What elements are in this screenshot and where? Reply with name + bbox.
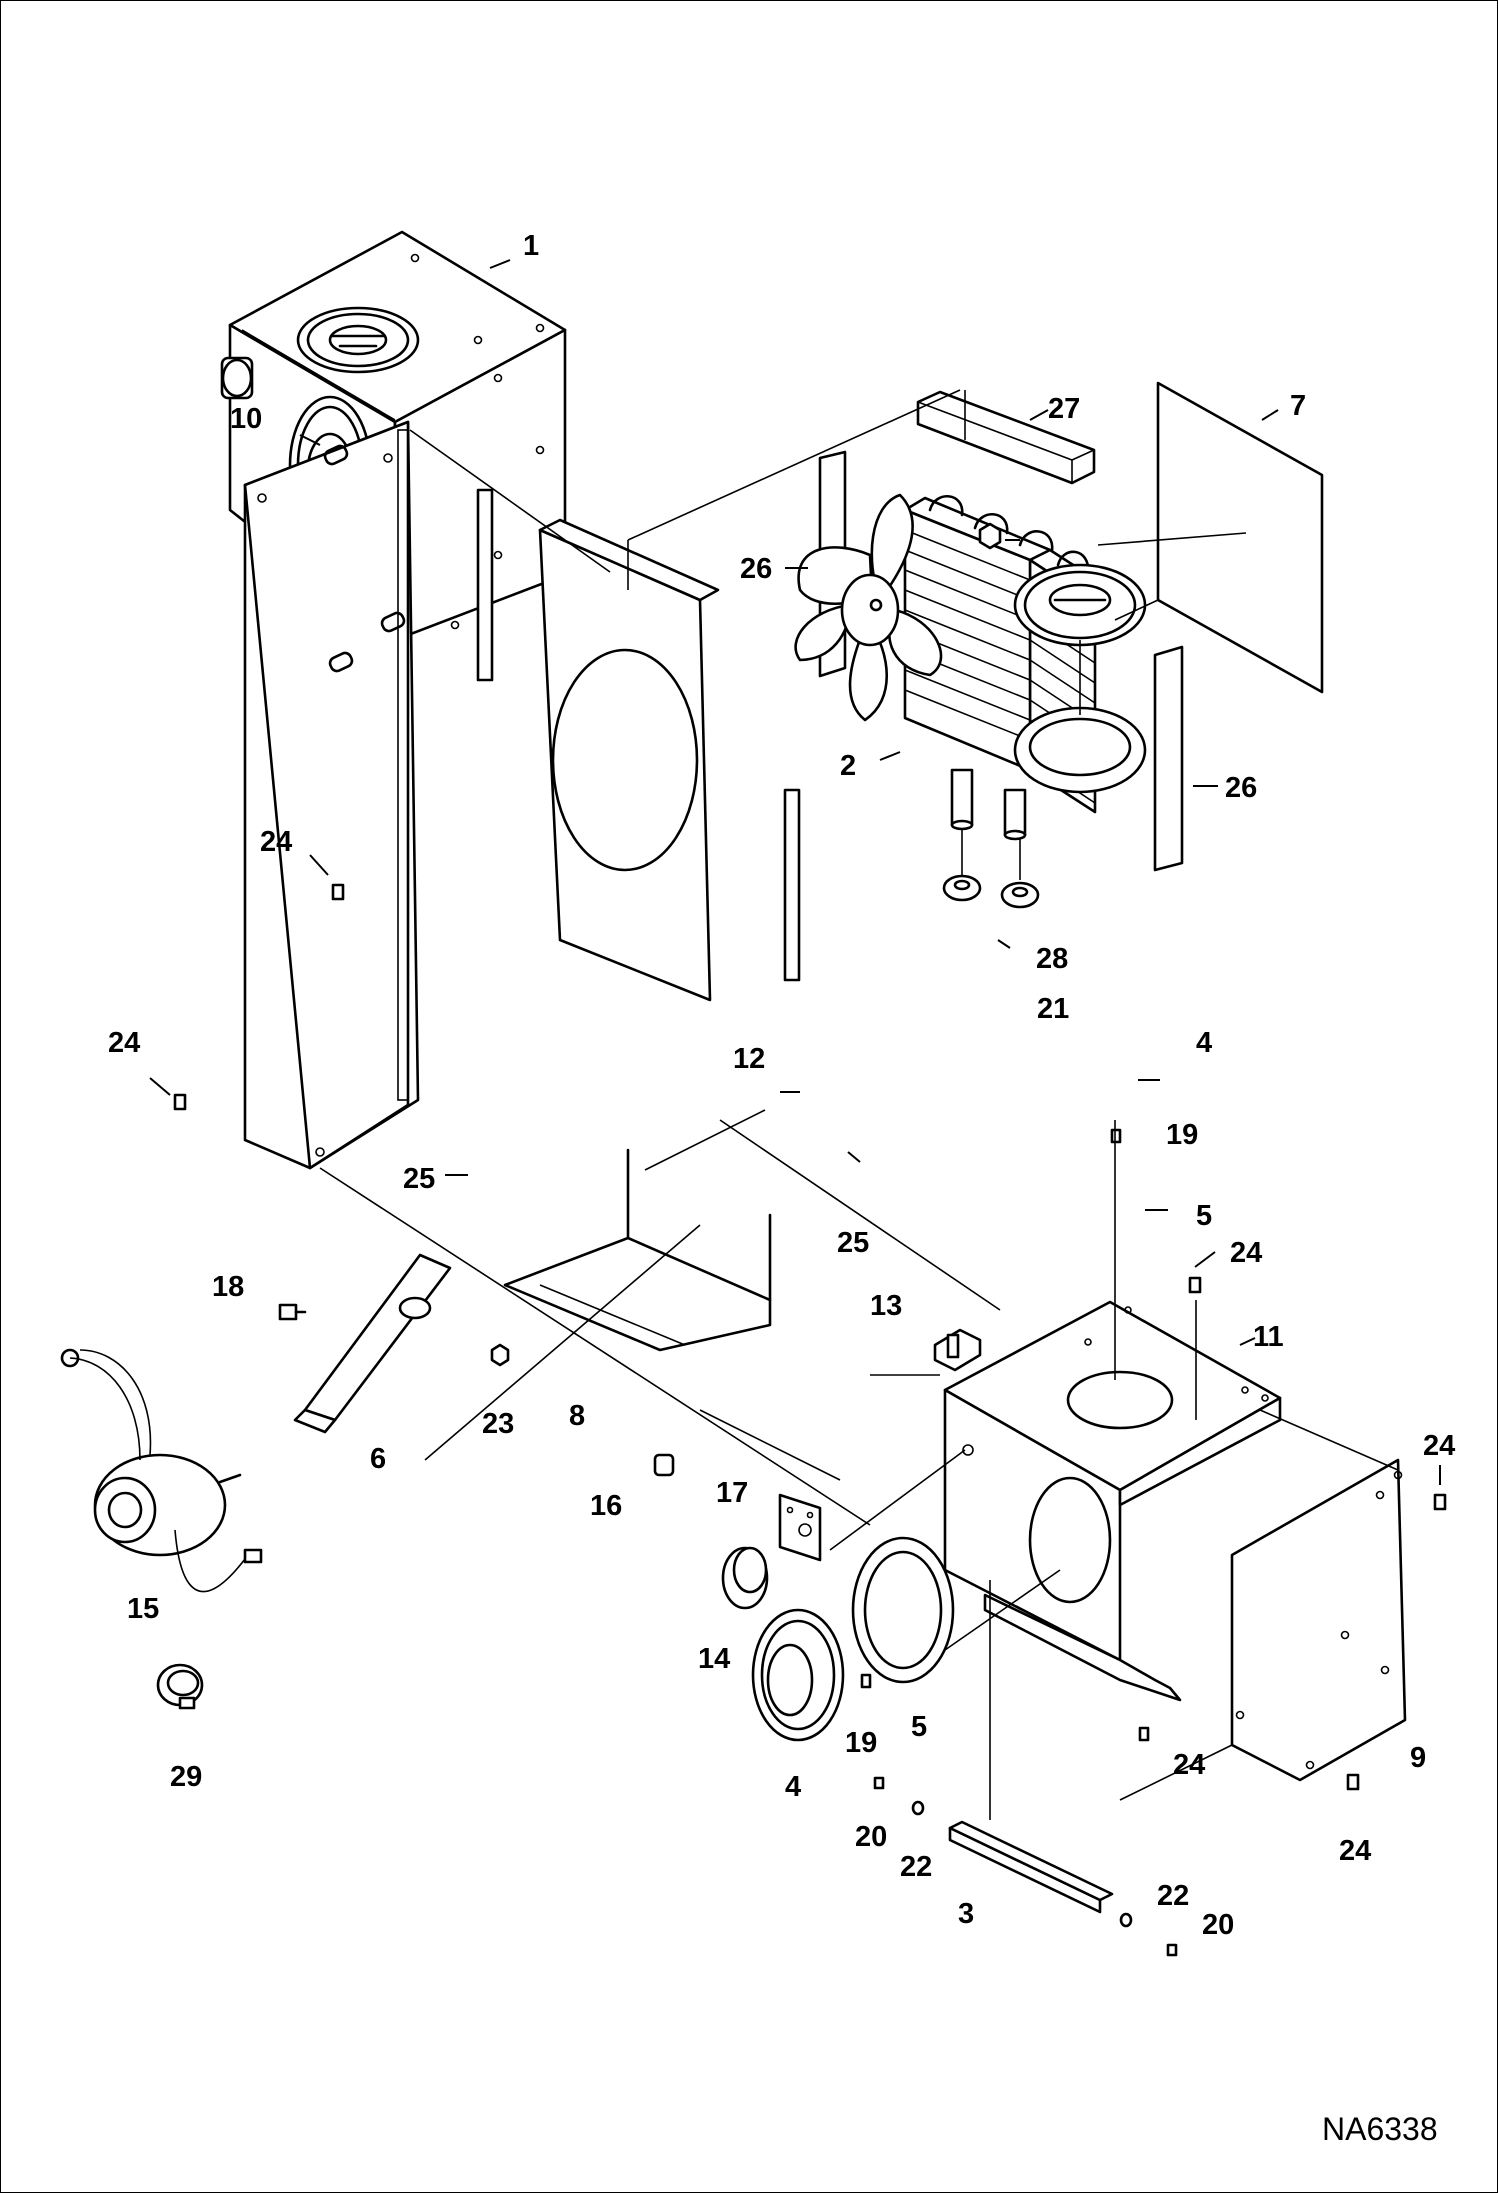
callout-labels: 1 2 3 4 4 5 5 6 7 8 9 10 11 12 13 14 15 …: [108, 230, 1455, 2147]
part-outlet-ring-bottom: [751, 1608, 845, 1742]
part-heater-case: [943, 1300, 1282, 1702]
part-panel-7: [1156, 381, 1324, 694]
part-foam-strip-27: [916, 390, 1096, 485]
callout-13: 13: [870, 1290, 902, 1322]
part-nut-21: [978, 522, 1002, 550]
part-plate-17: [778, 1493, 822, 1562]
callout-24c: 24: [1230, 1237, 1262, 1269]
callout-24f: 24: [1339, 1835, 1371, 1867]
callout-8: 8: [569, 1400, 585, 1432]
callout-22b: 22: [1157, 1880, 1189, 1912]
part-bezel-top: [1013, 706, 1147, 794]
callout-25b: 25: [837, 1227, 869, 1259]
callout-24d: 24: [1423, 1430, 1455, 1462]
callout-5b: 5: [911, 1711, 927, 1743]
callout-24b: 24: [108, 1027, 140, 1059]
part-bezel-bottom: [851, 1536, 955, 1684]
callout-18: 18: [212, 1271, 244, 1303]
callout-23: 23: [482, 1408, 514, 1440]
part-strip-25b: [783, 788, 801, 982]
callout-9: 9: [1410, 1742, 1426, 1774]
callout-20a: 20: [855, 1821, 887, 1853]
callout-20b: 20: [1202, 1909, 1234, 1941]
part-fan-shroud: [503, 518, 772, 1352]
callout-26b: 26: [1225, 772, 1257, 804]
callout-19a: 19: [1166, 1119, 1198, 1151]
callout-29: 29: [170, 1761, 202, 1793]
callout-5a: 5: [1196, 1200, 1212, 1232]
part-grommets: [942, 874, 1040, 909]
callout-22a: 22: [900, 1851, 932, 1883]
part-blower-motor: [60, 1348, 263, 1593]
callout-2: 2: [840, 750, 856, 782]
callout-15: 15: [127, 1593, 159, 1625]
part-outlet-ring-top: [1013, 563, 1147, 647]
part-fan-blade: [794, 493, 943, 722]
callout-14: 14: [698, 1643, 730, 1675]
callout-24a: 24: [260, 826, 292, 858]
callout-17: 17: [716, 1477, 748, 1509]
callout-12: 12: [733, 1043, 765, 1075]
callout-leaders: [149, 259, 1441, 1485]
callout-27: 27: [1048, 393, 1080, 425]
assembly-lines: [319, 389, 1399, 1820]
part-side-panel-9: [1230, 1458, 1407, 1782]
callout-21: 21: [1037, 993, 1069, 1025]
callout-26a: 26: [740, 553, 772, 585]
callout-25a: 25: [403, 1163, 435, 1195]
callout-7: 7: [1290, 390, 1306, 422]
part-foam-strip-26b: [1153, 645, 1184, 872]
part-strip-25a: [476, 488, 494, 682]
callout-10: 10: [230, 403, 262, 435]
callout-4b: 4: [785, 1771, 801, 1803]
callout-19b: 19: [845, 1727, 877, 1759]
callout-16: 16: [590, 1490, 622, 1522]
callout-28: 28: [1036, 943, 1068, 975]
part-switch-13: [933, 1328, 982, 1372]
callout-24e: 24: [1173, 1749, 1205, 1781]
figure-code: NA6338: [1322, 2111, 1438, 2147]
part-grommet-14: [721, 1546, 769, 1610]
callout-6: 6: [370, 1443, 386, 1475]
callout-1: 1: [523, 230, 539, 262]
callout-11: 11: [1253, 1321, 1284, 1353]
part-motor-bracket: [293, 1253, 452, 1434]
callout-4a: 4: [1196, 1027, 1212, 1059]
part-side-panel-10: [243, 420, 420, 1170]
part-bracket-3: [948, 1820, 1114, 1914]
part-clamp-29: [156, 1663, 204, 1710]
callout-3: 3: [958, 1898, 974, 1930]
fasteners: [173, 883, 1447, 1957]
